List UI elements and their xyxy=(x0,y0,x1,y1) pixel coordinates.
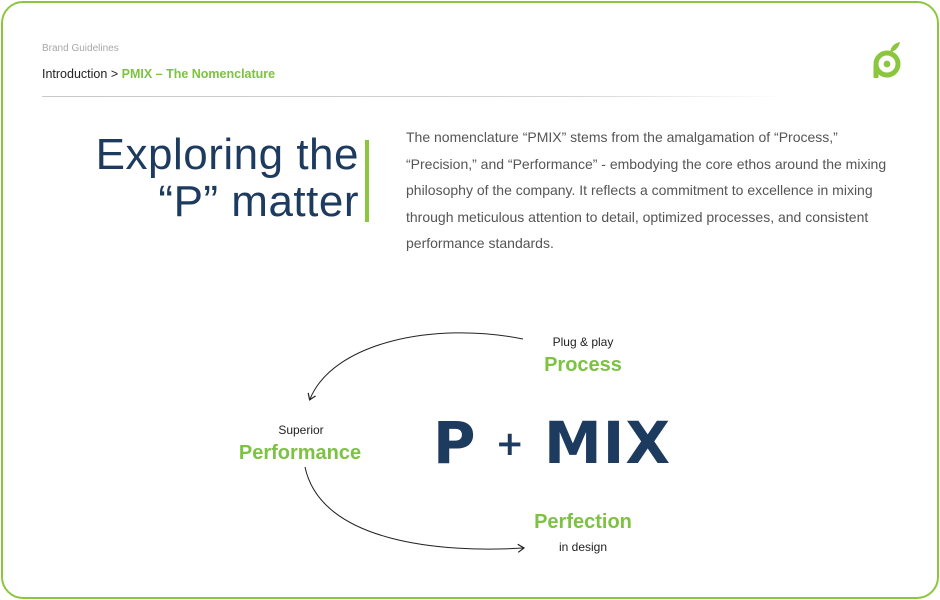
breadcrumb-section: Brand Guidelines xyxy=(42,43,119,54)
breadcrumb: Introduction > PMIX – The Nomenclature xyxy=(42,67,275,81)
page-title-line-2: “P” matter xyxy=(158,177,359,226)
perfection-suffix: in design xyxy=(558,540,608,554)
arrow-process-to-performance xyxy=(307,332,524,401)
breadcrumb-current: PMIX – The Nomenclature xyxy=(121,67,276,81)
nomenclature-description: The nomenclature “PMIX” stems from the a… xyxy=(406,129,887,251)
cycle-arrows xyxy=(304,332,526,553)
page-title: Exploring the “P” matter xyxy=(63,131,359,225)
header-divider xyxy=(42,96,787,97)
formula-plus: + xyxy=(495,424,525,464)
arrow-performance-to-perfection xyxy=(304,466,526,553)
performance-prefix: Superior xyxy=(278,423,324,437)
page-title-line-1: Exploring the xyxy=(95,130,359,179)
formula-mix: MIX xyxy=(544,409,672,477)
formula-p: P xyxy=(433,409,476,477)
pmix-leaf-logo-icon xyxy=(873,42,901,78)
perfection-label: Perfection xyxy=(534,511,632,533)
process-label: Process xyxy=(544,354,622,376)
breadcrumb-parent: Introduction xyxy=(42,67,108,81)
pmix-formula: P + MIX xyxy=(433,409,671,477)
process-prefix: Plug & play xyxy=(552,335,614,349)
title-accent-bar xyxy=(365,140,369,222)
breadcrumb-separator: > xyxy=(110,67,119,81)
performance-label: Performance xyxy=(238,442,362,464)
